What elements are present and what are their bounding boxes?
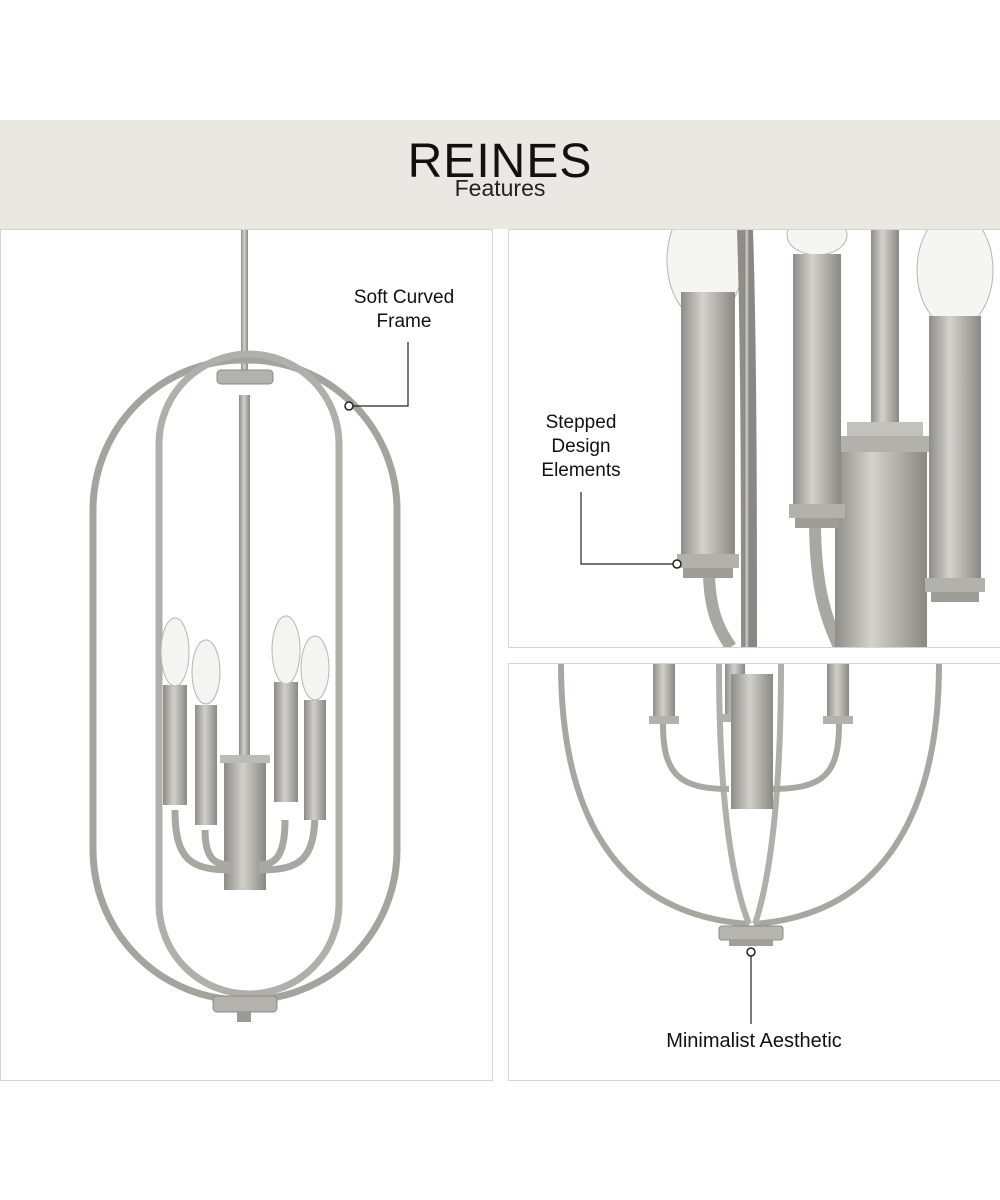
chandelier-illustration [89,230,409,1022]
header-band: REINES Features [0,120,1000,229]
detail-minimalist-panel: Minimalist Aesthetic [508,663,1000,1081]
callout-stepped-design: Stepped Design Elements [541,412,621,481]
full-fixture-panel: Soft Curved Frame [0,229,493,1081]
product-name: REINES [407,135,593,188]
stepped-detail-illustration [580,230,994,647]
section-subtitle: Features [454,175,546,201]
detail-stepped-panel: Stepped Design Elements [508,229,1000,648]
minimalist-detail-illustration [558,664,942,1024]
callout-minimalist-aesthetic: Minimalist Aesthetic [666,1030,842,1052]
callout-soft-curved-frame: Soft Curved Frame [353,287,455,332]
